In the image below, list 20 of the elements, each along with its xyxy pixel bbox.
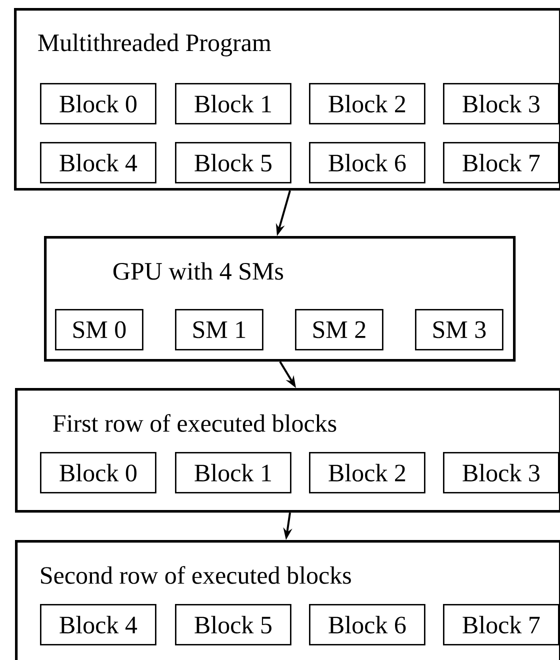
block-box: Block 3 (443, 83, 560, 124)
block-box: Block 7 (443, 142, 560, 184)
block-box: Block 2 (309, 83, 426, 124)
block-box: Block 3 (443, 452, 560, 494)
block-box: Block 2 (309, 452, 426, 494)
block-box: SM 1 (175, 309, 264, 350)
block-box: Block 6 (309, 142, 426, 184)
block-box: SM 2 (295, 309, 384, 350)
block-box: SM 3 (415, 309, 504, 350)
block-box: Block 0 (40, 83, 156, 124)
block-box: Block 5 (175, 142, 292, 184)
block-box: Block 1 (175, 83, 292, 124)
block-box: Block 6 (309, 604, 426, 646)
block-box: Block 5 (175, 604, 292, 646)
block-box: Block 0 (40, 452, 156, 494)
block-box: Block 4 (40, 142, 156, 184)
block-box: Block 1 (175, 452, 292, 494)
block-box: SM 0 (55, 309, 144, 350)
block-box: Block 4 (40, 604, 156, 646)
block-box: Block 7 (443, 604, 560, 646)
